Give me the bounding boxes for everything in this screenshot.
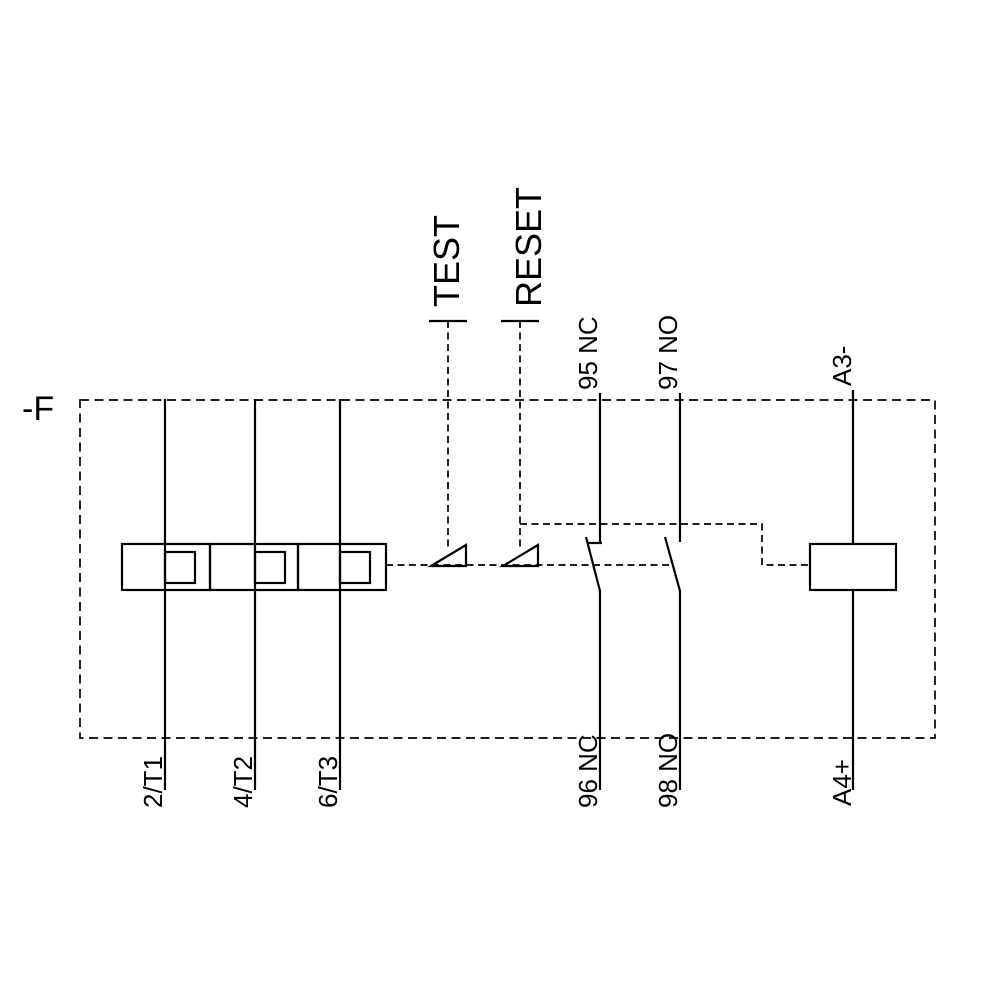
coil-box [808,542,898,592]
terminal-label-4T2: 4/T2 [228,756,258,808]
heater-notch-3 [338,550,372,585]
reset-to-coil-dashed-linkage [520,523,808,566]
reset-pushbutton-symbol [499,543,540,568]
heater-element-3 [296,542,388,592]
phase-path-1: 2/T1 [138,399,168,808]
aux-contact-no: 97 NO 98 NO [653,315,683,808]
test-label: TEST [426,215,467,307]
terminal-label-6T3: 6/T3 [313,756,343,808]
device-designation-label: -F [22,390,54,428]
phase-path-3: 6/T3 [313,399,343,808]
thermal-overload-elements [120,542,388,592]
reset-label: RESET [508,187,549,307]
aux-contact-nc: 95 NC 96 NC [573,316,603,808]
terminal-label-96NC: 96 NC [573,734,603,808]
terminal-label-A3: A3- [827,346,857,386]
test-pushbutton-symbol [427,543,468,568]
heater-notch-1 [163,550,197,585]
terminal-label-98NO: 98 NO [653,733,683,808]
remote-reset-coil: A3- A4+ [808,346,898,806]
no-contact-blade [663,536,682,592]
device-boundary-dashed-box [79,399,936,739]
terminal-label-95NC: 95 NC [573,316,603,390]
terminal-label-97NO: 97 NO [653,315,683,390]
phase-path-2: 4/T2 [228,399,258,808]
terminal-label-2T1: 2/T1 [138,756,168,808]
reset-actuator: RESET [499,187,808,568]
heater-notch-2 [253,550,287,585]
nc-contact-blade [584,536,602,592]
terminal-label-A4: A4+ [827,759,857,806]
test-actuator: TEST [426,215,468,568]
